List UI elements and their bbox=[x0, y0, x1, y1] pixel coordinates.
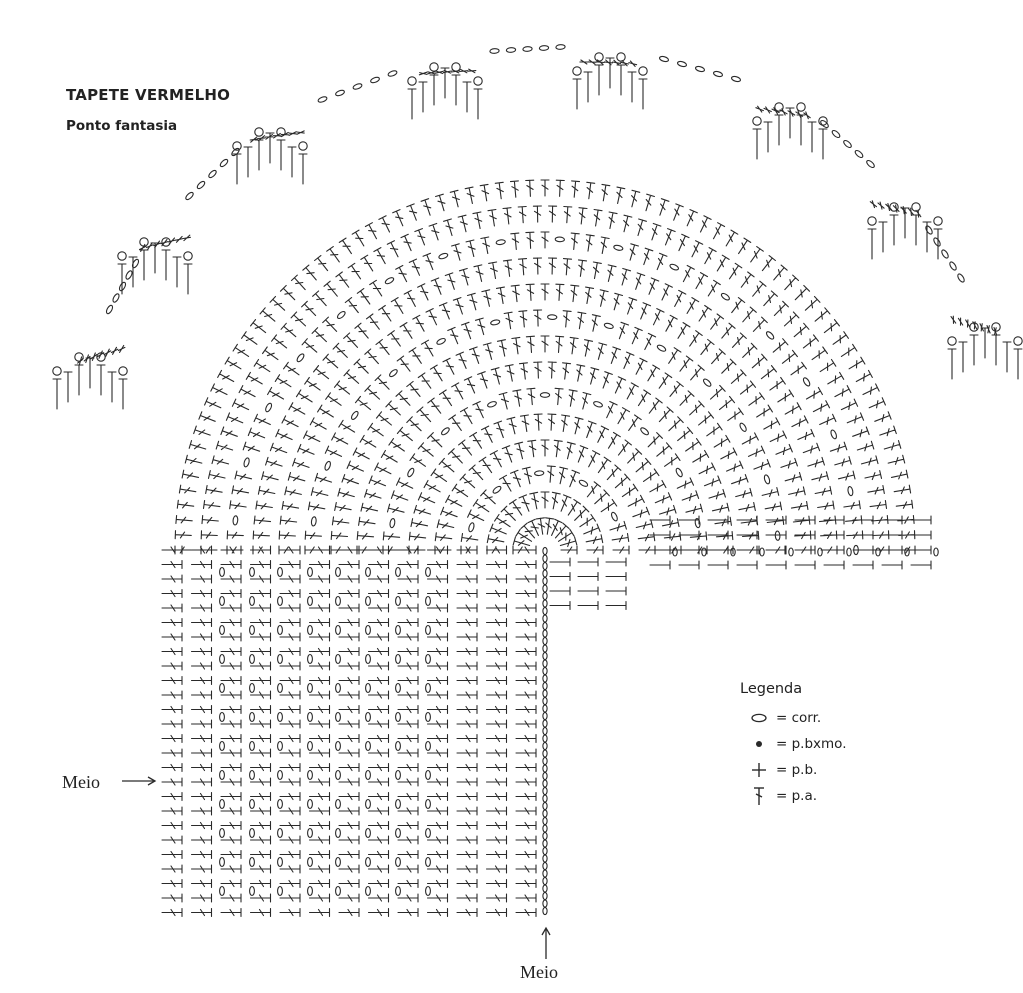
legend-label-slip: = p.bxmo. bbox=[776, 736, 847, 752]
legend-item-slip: = p.bxmo. bbox=[740, 731, 900, 757]
legend-label-single: = p.b. bbox=[776, 762, 818, 778]
legend-label-chain: = corr. bbox=[776, 710, 822, 726]
middle-marker-bottom: Meio bbox=[520, 962, 558, 982]
page-title: TAPETE VERMELHO bbox=[66, 86, 231, 104]
arrow-up-icon bbox=[541, 926, 551, 959]
legend-label-double: = p.a. bbox=[776, 788, 818, 804]
dot-icon bbox=[746, 734, 772, 754]
legend-item-double: = p.a. bbox=[740, 783, 900, 809]
legend-title: Legenda bbox=[740, 681, 803, 697]
legend-item-single: = p.b. bbox=[740, 757, 900, 783]
middle-marker-left: Meio bbox=[62, 772, 100, 792]
double-crochet-icon bbox=[746, 786, 772, 806]
legend: Legenda = corr. = p.bxmo. = p.b. = p.a. bbox=[740, 681, 900, 809]
arrow-right-icon bbox=[122, 776, 157, 786]
legend-item-chain: = corr. bbox=[740, 705, 900, 731]
page-subtitle: Ponto fantasia bbox=[66, 118, 178, 134]
plus-cross-icon bbox=[746, 760, 772, 780]
chain-oval-icon bbox=[746, 708, 772, 728]
